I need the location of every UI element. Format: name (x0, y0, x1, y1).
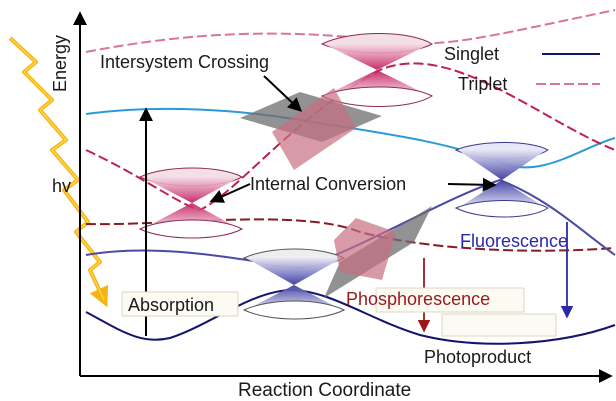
conical-intersection-right (454, 142, 549, 218)
internal-conversion-arrow-right (447, 177, 497, 192)
x-axis-label: Reaction Coordinate (238, 380, 411, 401)
internal-conversion-arrow-left (209, 183, 251, 203)
hv-label: hv (52, 176, 71, 196)
light-arrow-icon (8, 36, 108, 308)
axes (73, 11, 613, 383)
intersystem-crossing-arrow (263, 75, 303, 112)
singlet-s2-curve (85, 107, 616, 169)
conical-intersection-bottom (242, 248, 346, 320)
crossing-plane-upper (240, 88, 382, 170)
phosphorescence-label-box (375, 287, 525, 313)
legend-triplet-label: Triplet (458, 74, 507, 94)
phosphorescence-label: Phosphorescence (346, 289, 490, 309)
conical-intersection-left (138, 167, 244, 239)
blank-label-box (441, 313, 557, 337)
internal-conversion-label: Internal Conversion (250, 174, 406, 194)
y-axis-label: Energy (50, 35, 70, 92)
legend-singlet-label: Singlet (444, 44, 499, 64)
photoproduct-label: Photoproduct (424, 347, 531, 367)
absorption-label: Absorption (128, 295, 214, 315)
crossing-plane-lower (324, 206, 432, 298)
legend: Singlet Triplet (444, 44, 600, 94)
fluorescence-label: Fluorescence (460, 231, 568, 251)
absorption-label-box (121, 291, 239, 317)
intersystem-crossing-label: Intersystem Crossing (100, 52, 269, 72)
conical-intersection-top (320, 33, 433, 107)
